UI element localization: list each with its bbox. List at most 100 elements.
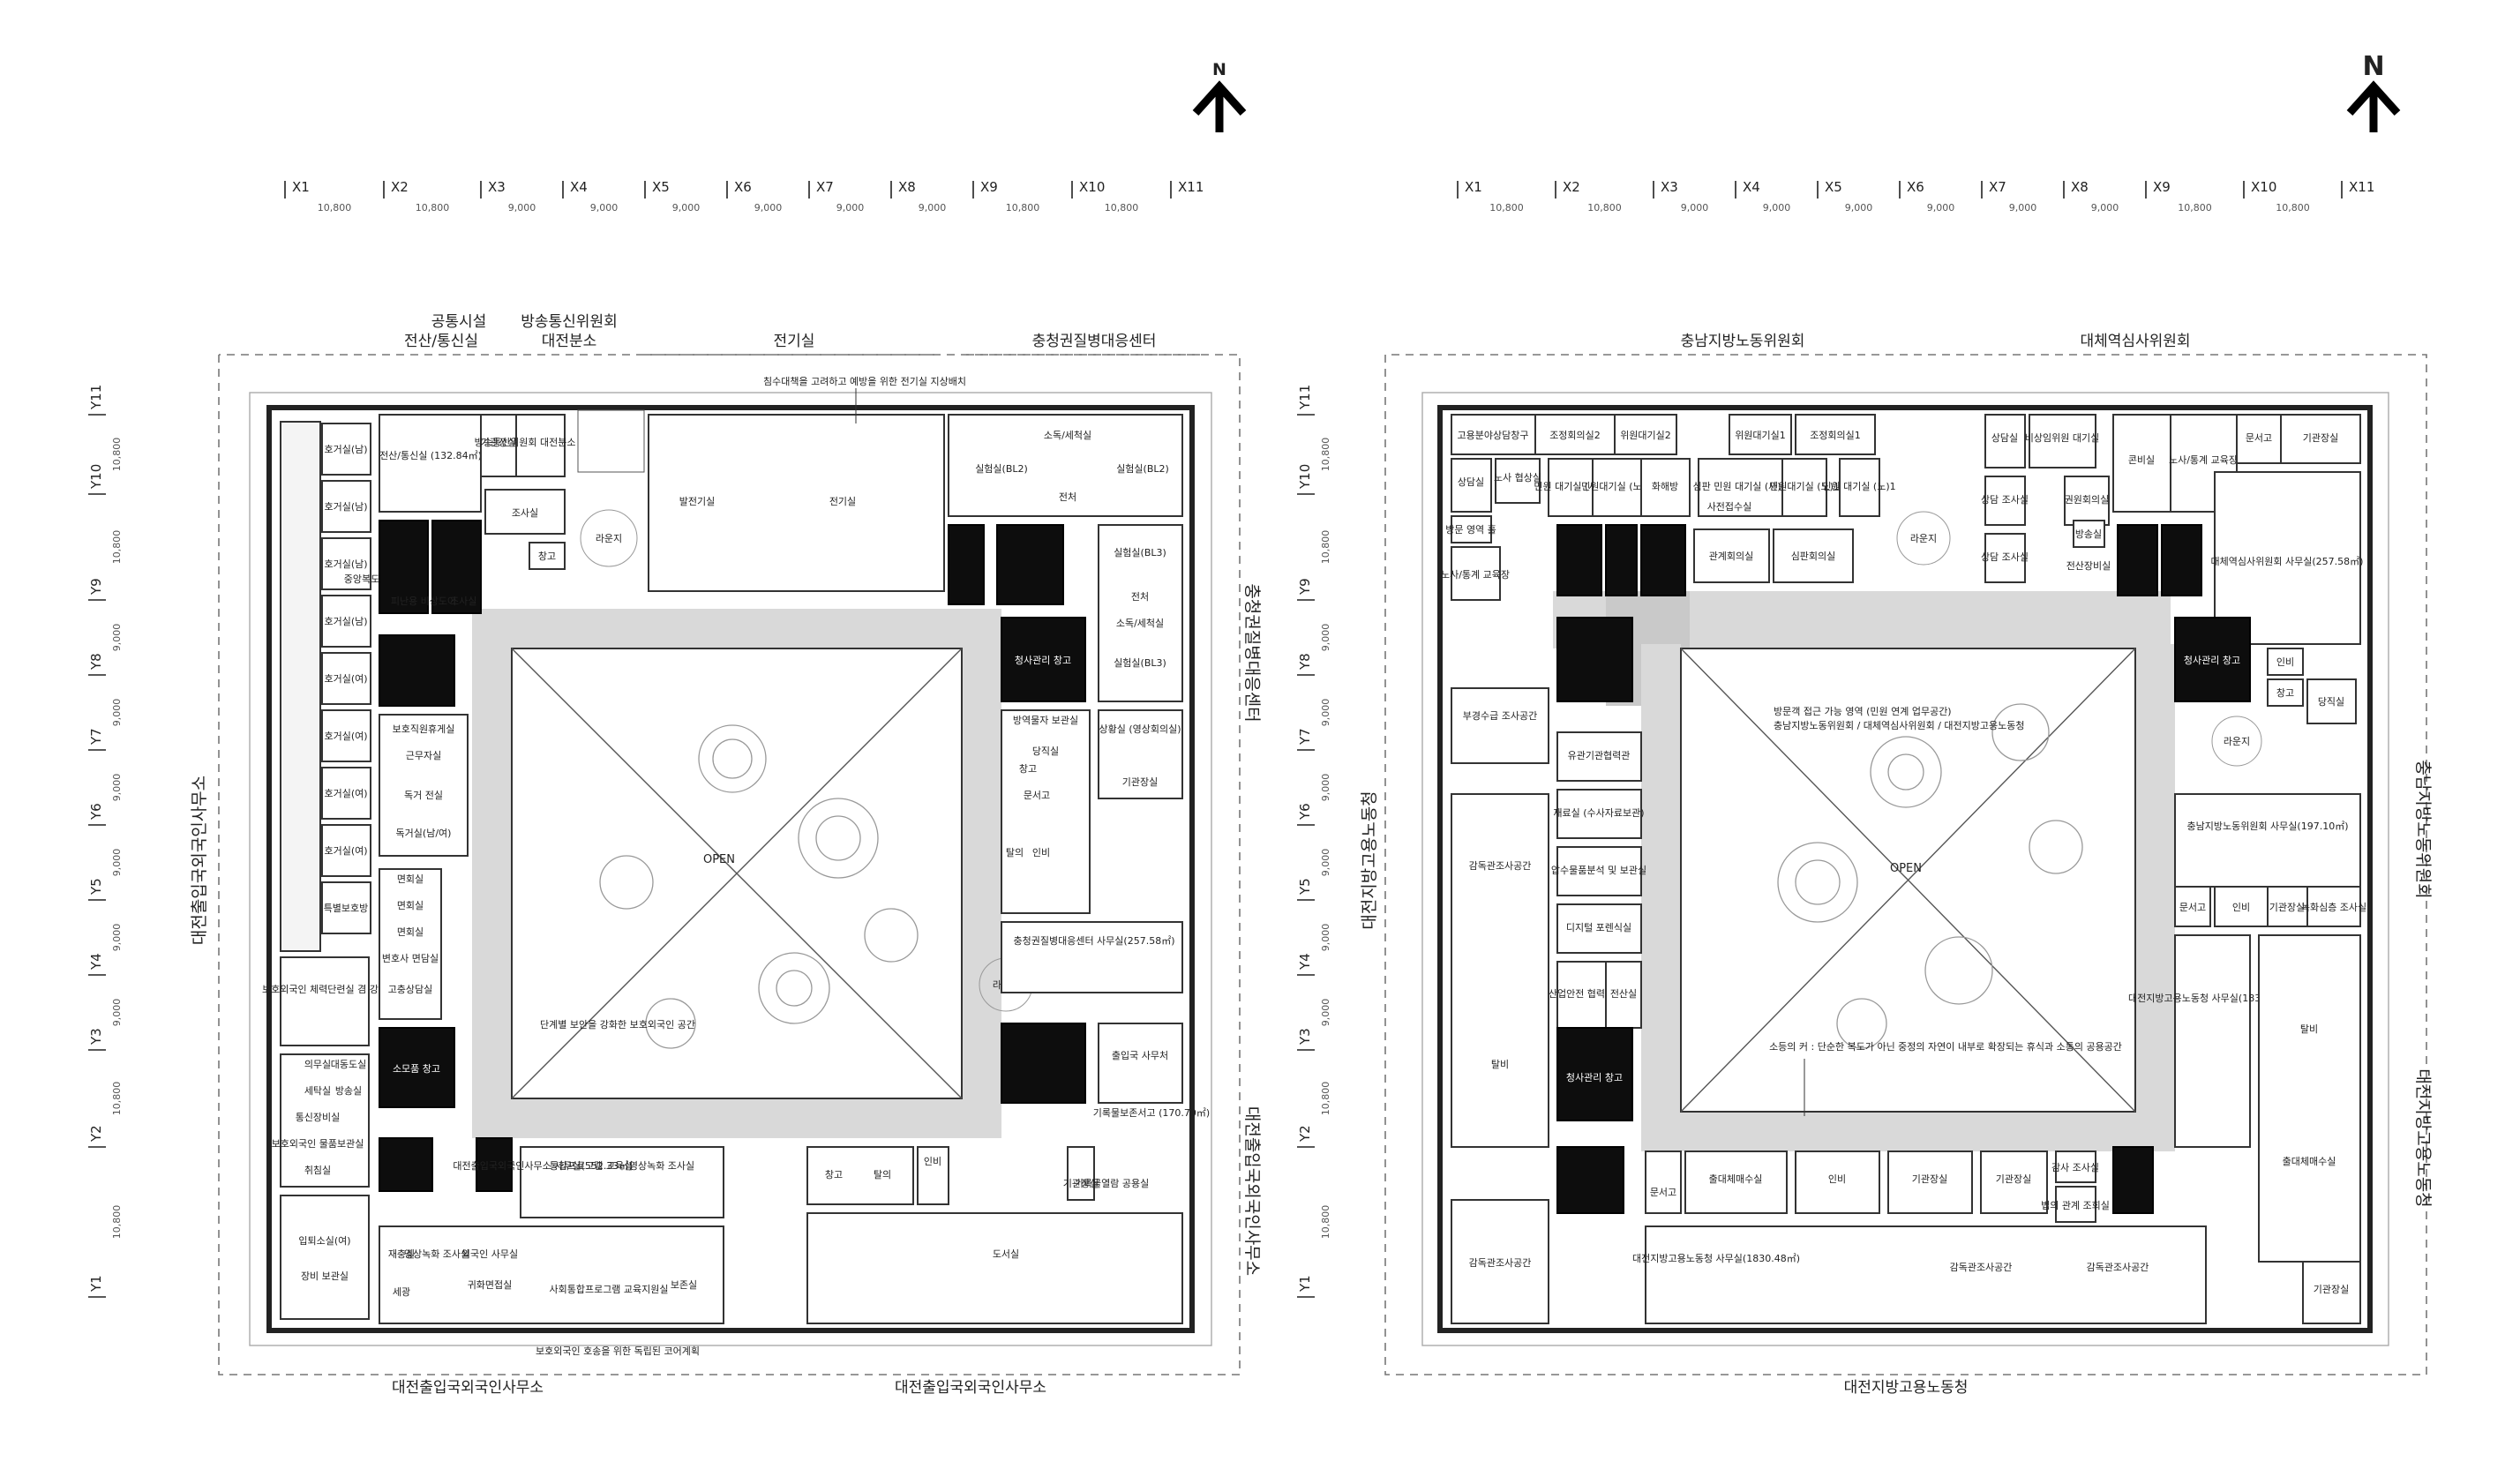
room-label: 대전지방고용노동청 사무실(1830.48㎡) bbox=[1632, 1253, 1800, 1264]
grid-y-dim: 9,000 bbox=[111, 624, 123, 652]
room-label: 대전출입국외국인사무소 사무실(552.33㎡) bbox=[453, 1160, 632, 1172]
annotation-note: 방문객 접근 가능 영역 (민원 연계 업무공간) bbox=[1774, 706, 1952, 717]
room-label: 호거실(여) bbox=[324, 731, 367, 742]
room-label: 기관장실 bbox=[2314, 1284, 2349, 1295]
north-arrow-icon bbox=[1192, 80, 1247, 132]
annotation-note: 충남지방노동위원회 / 대체역심사위원회 / 대전지방고용노동청 bbox=[1774, 720, 2025, 731]
south-wing-right: 문서고 출대체매수실 인비 기관장실 기관장실 감사 조사실 법의 관계 조회실… bbox=[1632, 1146, 2361, 1324]
north-letter: N bbox=[2362, 51, 2384, 82]
grid-x-dim: 10,800 bbox=[2276, 202, 2310, 214]
room-label: 방문 영역 홀 bbox=[1445, 524, 1496, 536]
room-label: 창고 bbox=[538, 551, 556, 562]
grid-y-label: Y6 bbox=[88, 803, 104, 821]
west-wing-right: 부경수급 조사공간 유관기관협력관 재료실 (수사자료보관) 압수물품분석 및 … bbox=[1451, 617, 1646, 1324]
room-label: 방송통신위원회 대전분소 사무실 bbox=[475, 437, 606, 448]
room-label: 조정회의실1 bbox=[1810, 430, 1861, 441]
room-label: 라운지 bbox=[1910, 533, 1937, 544]
room-label: 재충실 bbox=[388, 1248, 415, 1260]
grid-y-label: Y5 bbox=[1297, 878, 1313, 896]
cell-room bbox=[321, 537, 371, 590]
east-wing-right: 청사관리 창고 인비 창고 당직실 라운지 충남지방노동위원회 사무실(197.… bbox=[2128, 617, 2366, 1263]
west-wing: 호거실(남)호거실(남)호거실(남)호거실(남)호거실(여)호거실(여)호거실(… bbox=[262, 421, 387, 1320]
room-label: 감독관조사공간 bbox=[2087, 1262, 2149, 1273]
room-label: 보호외국인 체력단련실 겸 강당 bbox=[262, 984, 387, 995]
room-label: 실험실(BL3) bbox=[1114, 657, 1166, 669]
grid-x-dim: 9,000 bbox=[2091, 202, 2119, 214]
grid-x-label: X3 bbox=[488, 179, 506, 195]
room-label: 상담 조사실 bbox=[1981, 551, 2029, 563]
room-label: 인비 bbox=[924, 1156, 941, 1167]
room-label: 감독관조사공간 bbox=[1469, 860, 1532, 872]
room-label: 탈비 bbox=[2300, 1023, 2318, 1035]
room-label: 인비 bbox=[1828, 1173, 1846, 1185]
room-label: 당직실 bbox=[2318, 696, 2344, 708]
dept-label: 대전지방고용노동청 bbox=[1844, 1379, 1969, 1397]
room-label: 피난용 비상도어 bbox=[391, 596, 456, 607]
room-label: 문서고 bbox=[2246, 432, 2272, 444]
grid-x-label: X11 bbox=[2349, 179, 2374, 195]
grid-x-label: X1 bbox=[1465, 179, 1482, 195]
room-label: 압수물품분석 및 보관실 bbox=[1551, 865, 1646, 876]
grid-y-dim: 9,000 bbox=[1320, 849, 1331, 877]
room-label: 인비 bbox=[2232, 902, 2250, 913]
room-label: 사회통합프로그램 교육지원실 bbox=[549, 1284, 668, 1295]
grid-y-dim: 9,000 bbox=[111, 924, 123, 952]
room-label: 독거 전실 bbox=[404, 790, 443, 801]
grid-y-label: Y4 bbox=[1297, 953, 1313, 971]
room-label: 중앙복도 bbox=[344, 573, 379, 585]
grid-x-label: X7 bbox=[816, 179, 834, 195]
room-label: 세탁실 bbox=[304, 1085, 331, 1097]
room-label: 호거실(여) bbox=[324, 788, 367, 799]
room-label: 문서고 bbox=[1650, 1187, 1676, 1198]
room-label: 조사실 bbox=[512, 507, 538, 519]
grid-x-label: X8 bbox=[898, 179, 916, 195]
room-label: 콘비실 bbox=[2128, 454, 2155, 466]
room-label: 방역물자 보관실 bbox=[1013, 715, 1078, 726]
room-label: 전산장비실 bbox=[2066, 560, 2111, 572]
room-label: 고충상담실 bbox=[388, 984, 433, 995]
room-label: 변호사 면담실 bbox=[382, 953, 439, 964]
side-label: 대전지방고용노동청 bbox=[1360, 791, 1379, 929]
dept-label: 충남지방노동위원회 bbox=[1681, 333, 1805, 350]
room-label: 법의 관계 조회실 bbox=[2041, 1200, 2110, 1211]
grid-y-dim: 9,000 bbox=[1320, 924, 1331, 952]
room-label: 창고 bbox=[1019, 763, 1037, 775]
room-label: 기관장실 bbox=[1996, 1173, 2031, 1185]
cell-room bbox=[321, 423, 371, 476]
room-label: 민원대기실 (노)2 bbox=[1581, 481, 1652, 492]
room-label: 방송실 bbox=[335, 1085, 362, 1097]
grid-x-label: X3 bbox=[1661, 179, 1678, 195]
room-label: 영상녹화 조사실 bbox=[629, 1160, 694, 1172]
grid-y-label: Y3 bbox=[1297, 1028, 1313, 1046]
room-label: 감독관조사공간 bbox=[1950, 1262, 2013, 1273]
room-label: 노사 협상실 bbox=[1494, 472, 1541, 483]
room-label: 호거실(여) bbox=[324, 845, 367, 857]
grid-x-label: X2 bbox=[1563, 179, 1580, 195]
grid-y-dim: 10,800 bbox=[1320, 1082, 1331, 1116]
grid-x-dim: 9,000 bbox=[1927, 202, 1955, 214]
site-boundary bbox=[218, 354, 1241, 1375]
room-label: 상담 조사실 bbox=[1981, 494, 2029, 506]
room-label: 상담실 bbox=[1991, 432, 2018, 444]
grid-y-dim: 9,000 bbox=[1320, 774, 1331, 802]
room-label: 호거실(남) bbox=[324, 558, 367, 570]
room-label: 영상녹화 조사실 bbox=[404, 1248, 469, 1260]
room-label: 의무실 bbox=[304, 1059, 331, 1070]
grid-y-label: Y1 bbox=[1297, 1275, 1313, 1293]
grid-x-dim: 9,000 bbox=[919, 202, 947, 214]
room-label: 면회실 bbox=[397, 926, 424, 938]
grid-x-dim: 9,000 bbox=[508, 202, 536, 214]
grid-x-label: X6 bbox=[1907, 179, 1924, 195]
grid-x-dim: 9,000 bbox=[836, 202, 865, 214]
grid-y-dim: 9,000 bbox=[111, 699, 123, 727]
grid-x-label: X10 bbox=[2251, 179, 2276, 195]
grid-x-label: X1 bbox=[292, 179, 310, 195]
grid-y-label: Y3 bbox=[88, 1028, 104, 1046]
grid-y-dim: 9,000 bbox=[1320, 999, 1331, 1027]
room-label: 디지털 포렌식실 bbox=[1566, 922, 1631, 933]
room-label: 세광 bbox=[393, 1286, 410, 1298]
grid-y-label: Y11 bbox=[88, 385, 104, 410]
room-label: 소독/세척실 bbox=[1116, 618, 1164, 629]
grid-x-label: X10 bbox=[1079, 179, 1105, 195]
